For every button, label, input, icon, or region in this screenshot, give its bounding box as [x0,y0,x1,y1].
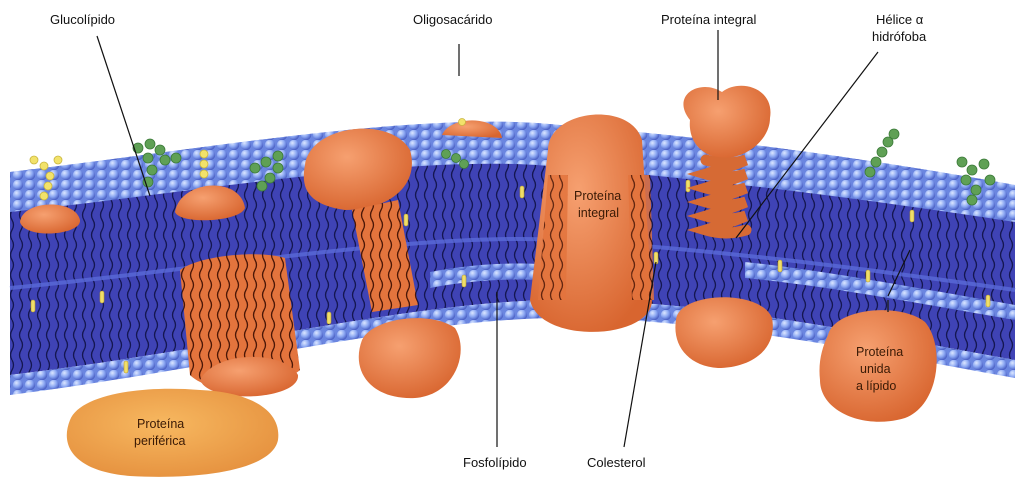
cholesterol-mark [462,275,466,287]
label-glucolipido: Glucolípido [50,12,115,27]
label-unida-1: Proteína [856,345,903,359]
label-helice-line1: Hélice α [876,12,924,27]
cholesterol-mark [910,210,914,222]
label-integral-inner-2: integral [578,206,619,220]
integral-protein-large [530,115,654,332]
cholesterol-mark [327,312,331,324]
cholesterol-mark [866,270,870,282]
peripheral-protein [67,389,279,477]
label-periferica-2: periférica [134,434,185,448]
label-periferica-1: Proteína [137,417,184,431]
cholesterol-mark [124,361,128,373]
label-fosfolipido: Fosfolípido [463,455,527,470]
cholesterol-mark [31,300,35,312]
cholesterol-mark [404,214,408,226]
cholesterol-mark [778,260,782,272]
label-unida-2: unida [860,362,891,376]
label-proteina-integral-top: Proteína integral [661,12,757,27]
label-helice-line2: hidrófoba [872,29,927,44]
label-colesterol: Colesterol [587,455,646,470]
cholesterol-mark [686,180,690,192]
cholesterol-mark [100,291,104,303]
cholesterol-mark [520,186,524,198]
transmembrane-protein-left [180,254,300,396]
label-integral-inner-1: Proteína [574,189,621,203]
label-oligosacarido: Oligosacárido [413,12,493,27]
label-unida-3: a lípido [856,379,896,393]
cholesterol-mark [986,295,990,307]
